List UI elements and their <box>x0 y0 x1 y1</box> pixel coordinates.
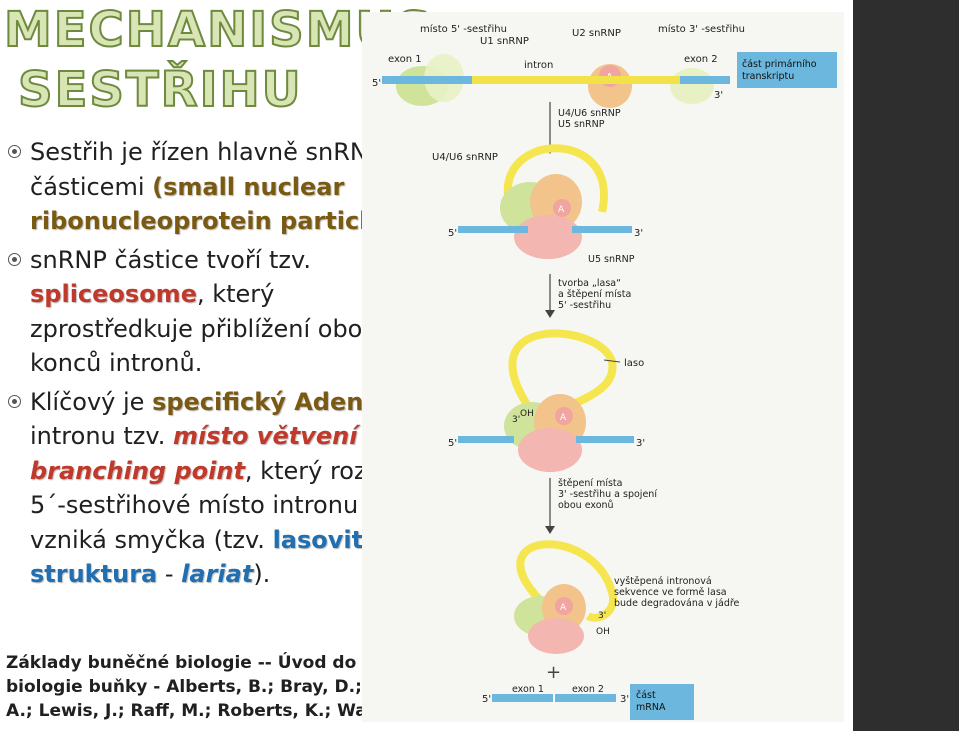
branch-adenine-2 <box>553 199 571 217</box>
bullet-icon <box>8 394 21 408</box>
branch-adenine-3 <box>555 407 573 425</box>
label-5-site: místo 5' -sestřihu <box>420 23 507 35</box>
title-line-2: SESTŘIHU <box>17 62 303 118</box>
label-5prime-3: 5' <box>448 438 457 449</box>
label-3prime-4: 3' <box>598 611 606 621</box>
label-laso: laso <box>624 358 644 369</box>
label-u1: U1 snRNP <box>480 36 529 47</box>
highlight-text: spliceosome <box>30 280 197 308</box>
label-5prime-2: 5' <box>448 228 457 239</box>
highlight-lariat: lariat <box>181 560 254 588</box>
bullet-icon <box>8 252 21 266</box>
bullet-text-end: ). <box>253 560 271 588</box>
bullet-text-end: , který zprostředkuje přiblížení obou ko… <box>30 280 378 377</box>
label-u2: U2 snRNP <box>572 28 621 39</box>
label-exon2: exon 2 <box>684 54 718 65</box>
arrow-3-head <box>545 526 555 534</box>
exon1-bar-3 <box>458 436 514 443</box>
mrna-box <box>630 684 694 720</box>
label-3prime-3: 3' <box>636 438 645 449</box>
bullet-text-mid3: vzniká smyčka (tzv. <box>30 525 273 554</box>
primary-transcript-box <box>737 52 837 88</box>
label-u46: U4/U6 snRNP <box>432 152 498 163</box>
bullet-text-mid2: , který rozštěpí 5´-sestřihové místo int… <box>30 456 426 520</box>
exon2-bar-3 <box>576 436 634 443</box>
spliceosome-c <box>514 215 582 259</box>
label-3prime: 3' <box>714 90 723 101</box>
exon2-bar <box>680 76 730 84</box>
label-intron: intron <box>524 60 553 71</box>
bullet-text-mid: intronu tzv. <box>30 422 173 450</box>
lasso-loop <box>508 329 617 416</box>
branch-adenine-4 <box>555 597 573 615</box>
reference-citation: Základy buněčné biologie -- Úvod do mole… <box>6 653 476 721</box>
bullet-item: Klíčový je specifický Adenin intronu tzv… <box>8 385 428 592</box>
splicing-diagram-svg: místo 5' -sestřihu U1 snRNP U2 snRNP mís… <box>372 23 837 720</box>
exon2-bar-2 <box>572 226 632 233</box>
label-3oh: 3' <box>512 415 520 425</box>
adenine-label-3: A <box>560 413 567 423</box>
highlight-lasso: lasovitá struktura <box>30 525 380 589</box>
intron-loop-2 <box>503 144 608 214</box>
label-oh-2: OH <box>596 627 610 637</box>
spliceosome-i <box>528 618 584 654</box>
spliceosome-f <box>518 428 582 472</box>
label-exon1-final: exon 1 <box>512 684 544 695</box>
label-5prime: 5' <box>372 78 381 89</box>
bullet-list: Sestřih je řízen hlavně snRNP částicemi … <box>8 135 428 592</box>
arrow-2-head <box>545 310 555 318</box>
label-3prime-5: 3' <box>620 694 629 705</box>
plus-sign: + <box>546 662 561 683</box>
adenine-label-4: A <box>560 603 567 613</box>
exon1-bar-2 <box>458 226 528 233</box>
splicing-diagram: místo 5' -sestřihu U1 snRNP U2 snRNP mís… <box>362 12 844 722</box>
highlight-text: specifický Adenin <box>152 387 389 416</box>
highlight-text: (small nuclear ribonucleoprotein particl… <box>30 172 409 236</box>
bullet-text: Sestřih je řízen hlavně snRNP částicemi <box>30 138 383 201</box>
highlight-branching-point: místo větvení – branching point <box>30 422 378 485</box>
label-u5: U5 snRNP <box>588 254 635 265</box>
label-exon1: exon 1 <box>388 54 422 65</box>
side-bar <box>853 0 959 731</box>
intron-bar <box>472 76 680 84</box>
dash-text: - <box>157 560 182 588</box>
excised-lariat <box>516 540 618 622</box>
label-3prime-2: 3' <box>634 228 643 239</box>
label-5prime-5: 5' <box>482 694 491 705</box>
label-oh: OH <box>520 409 534 419</box>
bullet-icon <box>8 145 21 158</box>
title-line-1: MECHANISMUS <box>3 2 434 58</box>
label-3-site: místo 3' -sestřihu <box>658 23 745 35</box>
bullet-item: snRNP částice tvoří tzv. spliceosome, kt… <box>8 243 428 381</box>
adenine-label-2: A <box>558 205 565 215</box>
bullet-text: snRNP částice tvoří tzv. <box>30 245 311 274</box>
u2-particle-b <box>670 68 714 104</box>
label-exon2-final: exon 2 <box>572 684 604 695</box>
laso-pointer <box>603 359 621 363</box>
exon1-bar <box>382 76 472 84</box>
bullet-item: Sestřih je řízen hlavně snRNP částicemi … <box>8 135 428 239</box>
bullet-text: Klíčový je <box>30 387 153 416</box>
